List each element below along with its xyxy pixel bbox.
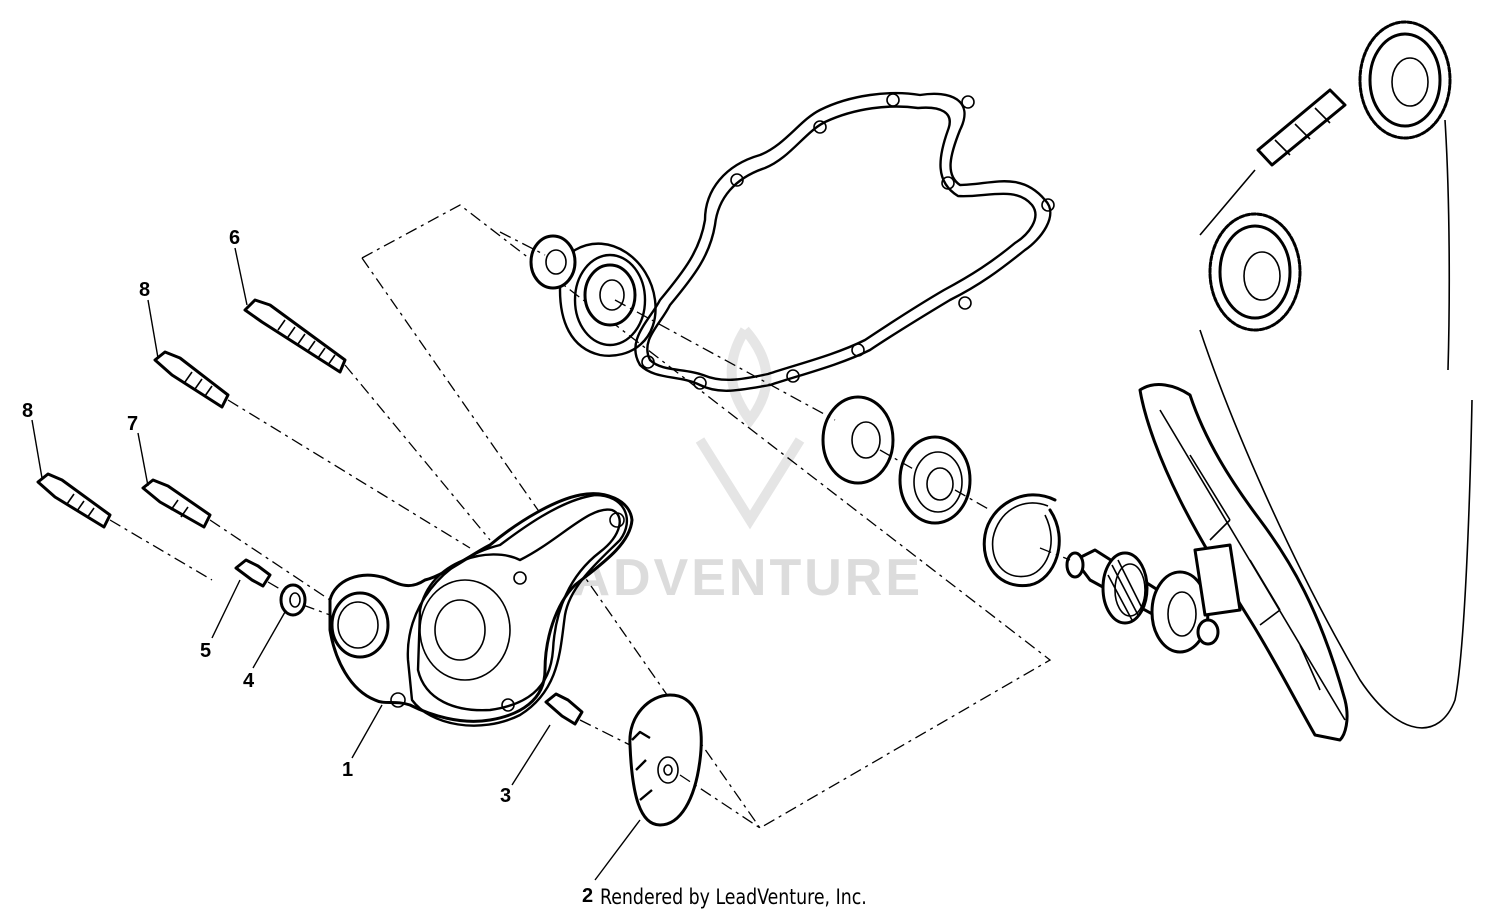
gasket-seal	[583, 263, 637, 327]
watermark-logo-icon	[695, 326, 805, 530]
bearing	[898, 435, 972, 525]
callout-5: 5	[200, 640, 211, 662]
cover-gasket	[558, 91, 1055, 392]
pump-shaft	[1065, 548, 1220, 654]
bolt-8-lower	[36, 472, 112, 529]
bolt-7	[141, 478, 212, 529]
assembly-lines	[109, 231, 1071, 829]
callout-8-upper: 8	[139, 279, 150, 301]
chain-guide	[1138, 383, 1349, 742]
cam-sprocket-lower	[1208, 212, 1302, 332]
bolt-6	[243, 298, 347, 374]
callout-7: 7	[127, 413, 138, 435]
render-credit: Rendered by LeadVenture, Inc.	[600, 885, 867, 909]
washer-4	[279, 583, 307, 617]
drain-bolt-5	[234, 558, 272, 588]
callout-6: 6	[229, 227, 240, 249]
timing-chain	[1199, 88, 1473, 729]
callout-8-lower: 8	[22, 400, 33, 422]
circlip	[982, 493, 1061, 588]
callout-1: 1	[342, 759, 353, 781]
pump-housing	[328, 492, 634, 727]
bolt-8-upper	[153, 350, 230, 409]
oil-seal	[821, 395, 895, 485]
bolt-3	[544, 692, 584, 726]
small-seal	[529, 234, 577, 290]
callout-3: 3	[500, 785, 511, 807]
cam-sprocket-upper	[1358, 20, 1452, 140]
leader-lines	[31, 247, 641, 881]
callout-2: 2	[582, 885, 593, 907]
callout-labels: 1 2 3 4 5 6 7 8 8	[22, 227, 593, 907]
callout-4: 4	[243, 670, 255, 692]
impeller	[628, 693, 703, 827]
